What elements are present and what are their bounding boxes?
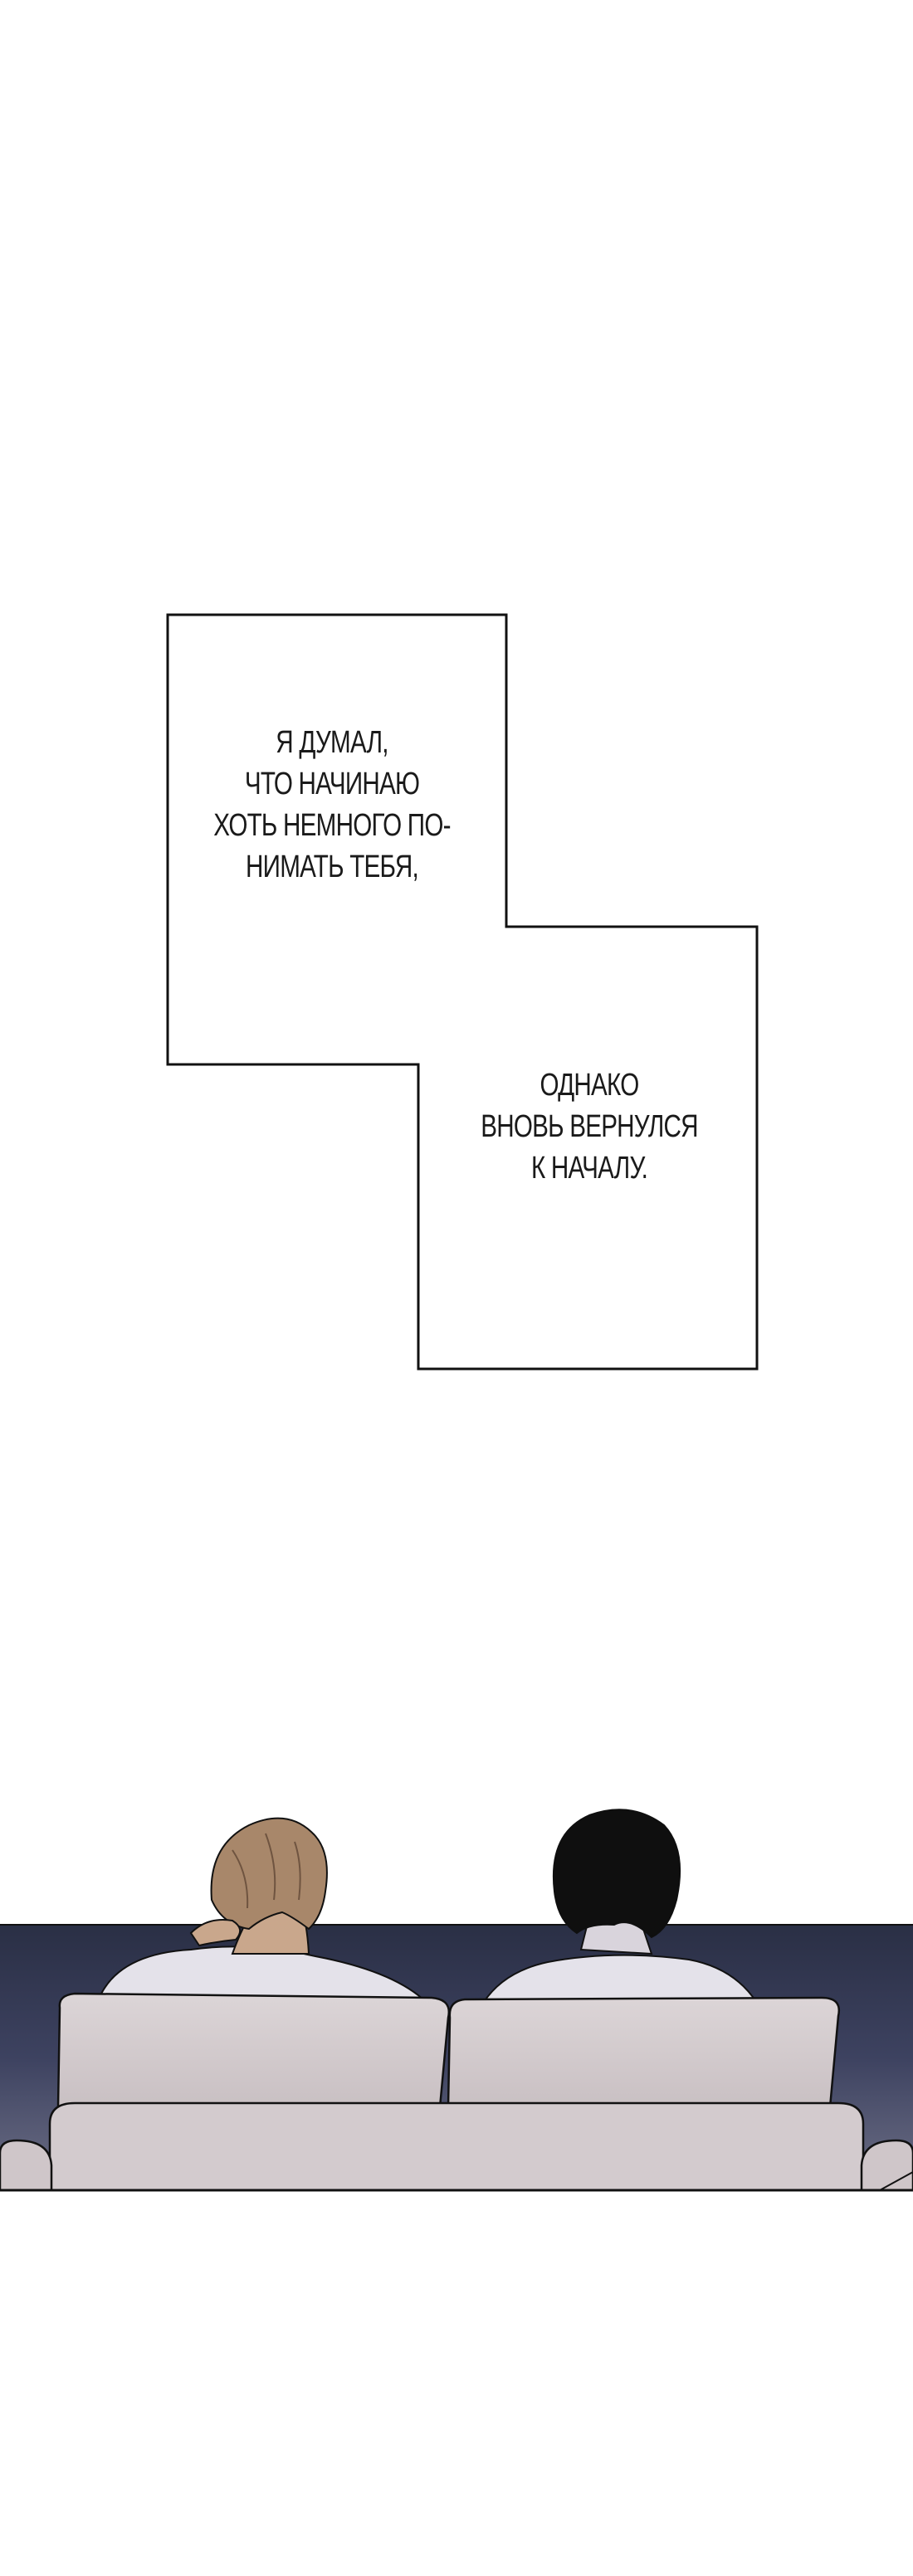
caption-line: ВНОВЬ ВЕРНУЛСЯ — [481, 1109, 698, 1144]
sofa-armrest-right — [860, 2139, 913, 2192]
left-man-hand — [189, 1919, 242, 1947]
caption-line: К НАЧАЛУ. — [530, 1151, 648, 1186]
caption-line: ХОТЬ НЕМНОГО ПО- — [213, 808, 451, 843]
caption-line: ОДНАКО — [540, 1068, 640, 1103]
sofa-base — [48, 2101, 865, 2192]
sofa-cushion-left — [56, 1992, 451, 2109]
caption-line: Я ДУМАЛ, — [276, 725, 388, 760]
sofa-scene-illustration — [0, 1809, 913, 2192]
sofa-armrest-right-edge — [879, 2171, 913, 2191]
caption-second-text: ОДНАКО ВНОВЬ ВЕРНУЛСЯ К НАЧАЛУ. — [453, 1064, 725, 1189]
sofa-cushion-right — [447, 1996, 841, 2109]
caption-line: НИМАТЬ ТЕБЯ, — [246, 850, 419, 884]
sofa-armrest-left — [0, 2139, 53, 2192]
caption-line: ЧТО НАЧИНАЮ — [244, 767, 420, 801]
left-man-hair — [210, 1817, 328, 1931]
right-man-hair — [553, 1809, 681, 1939]
caption-first-text: Я ДУМАЛ, ЧТО НАЧИНАЮ ХОТЬ НЕМНОГО ПО- НИ… — [203, 722, 461, 888]
left-man-hair-strands — [232, 1833, 301, 1909]
